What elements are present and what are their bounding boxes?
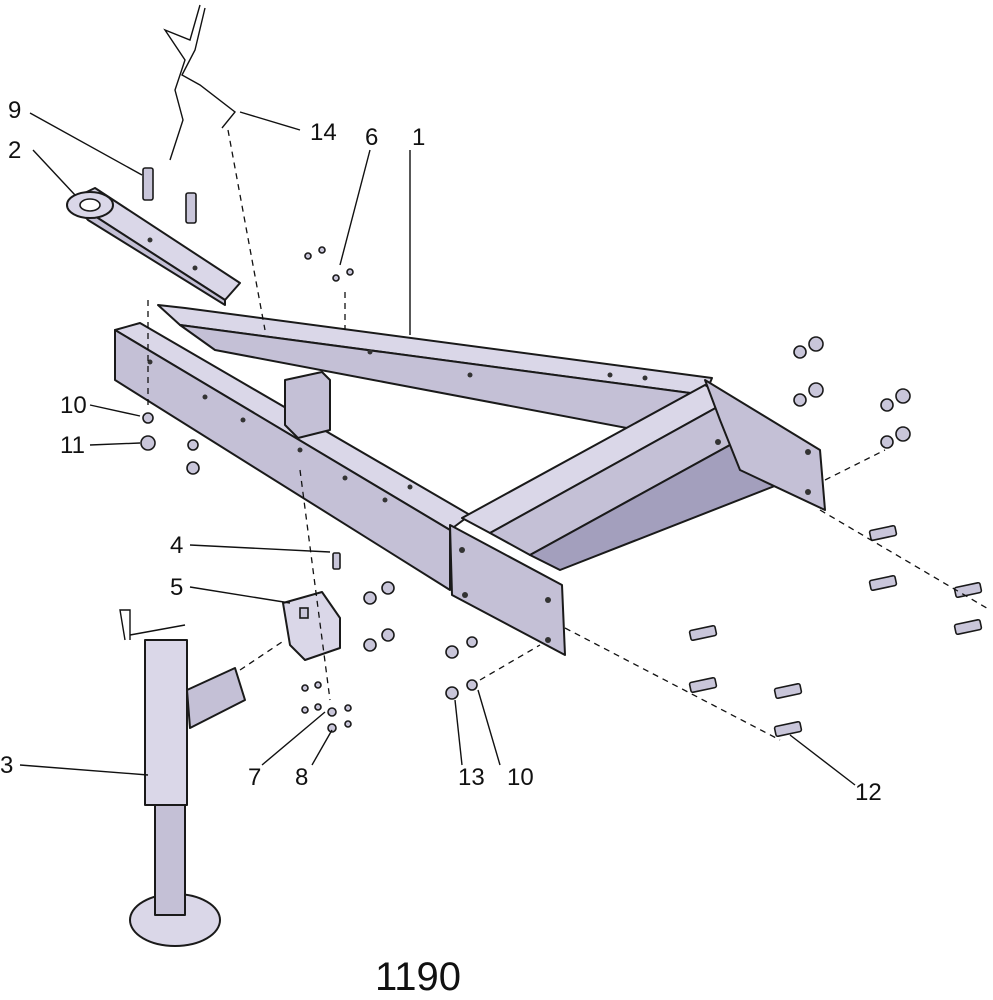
callout-8: 8: [295, 764, 308, 791]
callout-labels: 1 2 3 4 5 6 7 8 9 10 10 11 12 13 14: [0, 97, 882, 806]
callout-7: 7: [248, 764, 261, 791]
callout-10-right: 10: [507, 764, 534, 791]
callout-4: 4: [170, 532, 183, 559]
hardware-bolts: [332, 524, 983, 738]
callout-3: 3: [0, 752, 13, 779]
jack-mount-bracket: [282, 591, 341, 661]
callout-10-left: 10: [60, 392, 87, 419]
callout-12: 12: [855, 779, 882, 806]
tongue-bolt: [142, 167, 197, 224]
hardware-nuts: [140, 246, 911, 733]
callout-leaders: [19, 111, 856, 786]
callout-14: 14: [310, 119, 337, 146]
a-frame-drawbar: [114, 304, 826, 656]
tongue-jack: [119, 609, 246, 947]
callout-11: 11: [60, 432, 85, 459]
callout-6: 6: [365, 124, 378, 151]
figure-number: 1190: [375, 955, 461, 999]
callout-5: 5: [170, 574, 183, 601]
hitch-tongue: [66, 187, 241, 306]
callout-1: 1: [412, 124, 425, 151]
callout-2: 2: [8, 137, 21, 164]
callout-9: 9: [8, 97, 21, 124]
callout-13: 13: [458, 764, 485, 791]
safety-chain-bracket: [163, 4, 236, 161]
assembly-lines: [147, 129, 991, 741]
